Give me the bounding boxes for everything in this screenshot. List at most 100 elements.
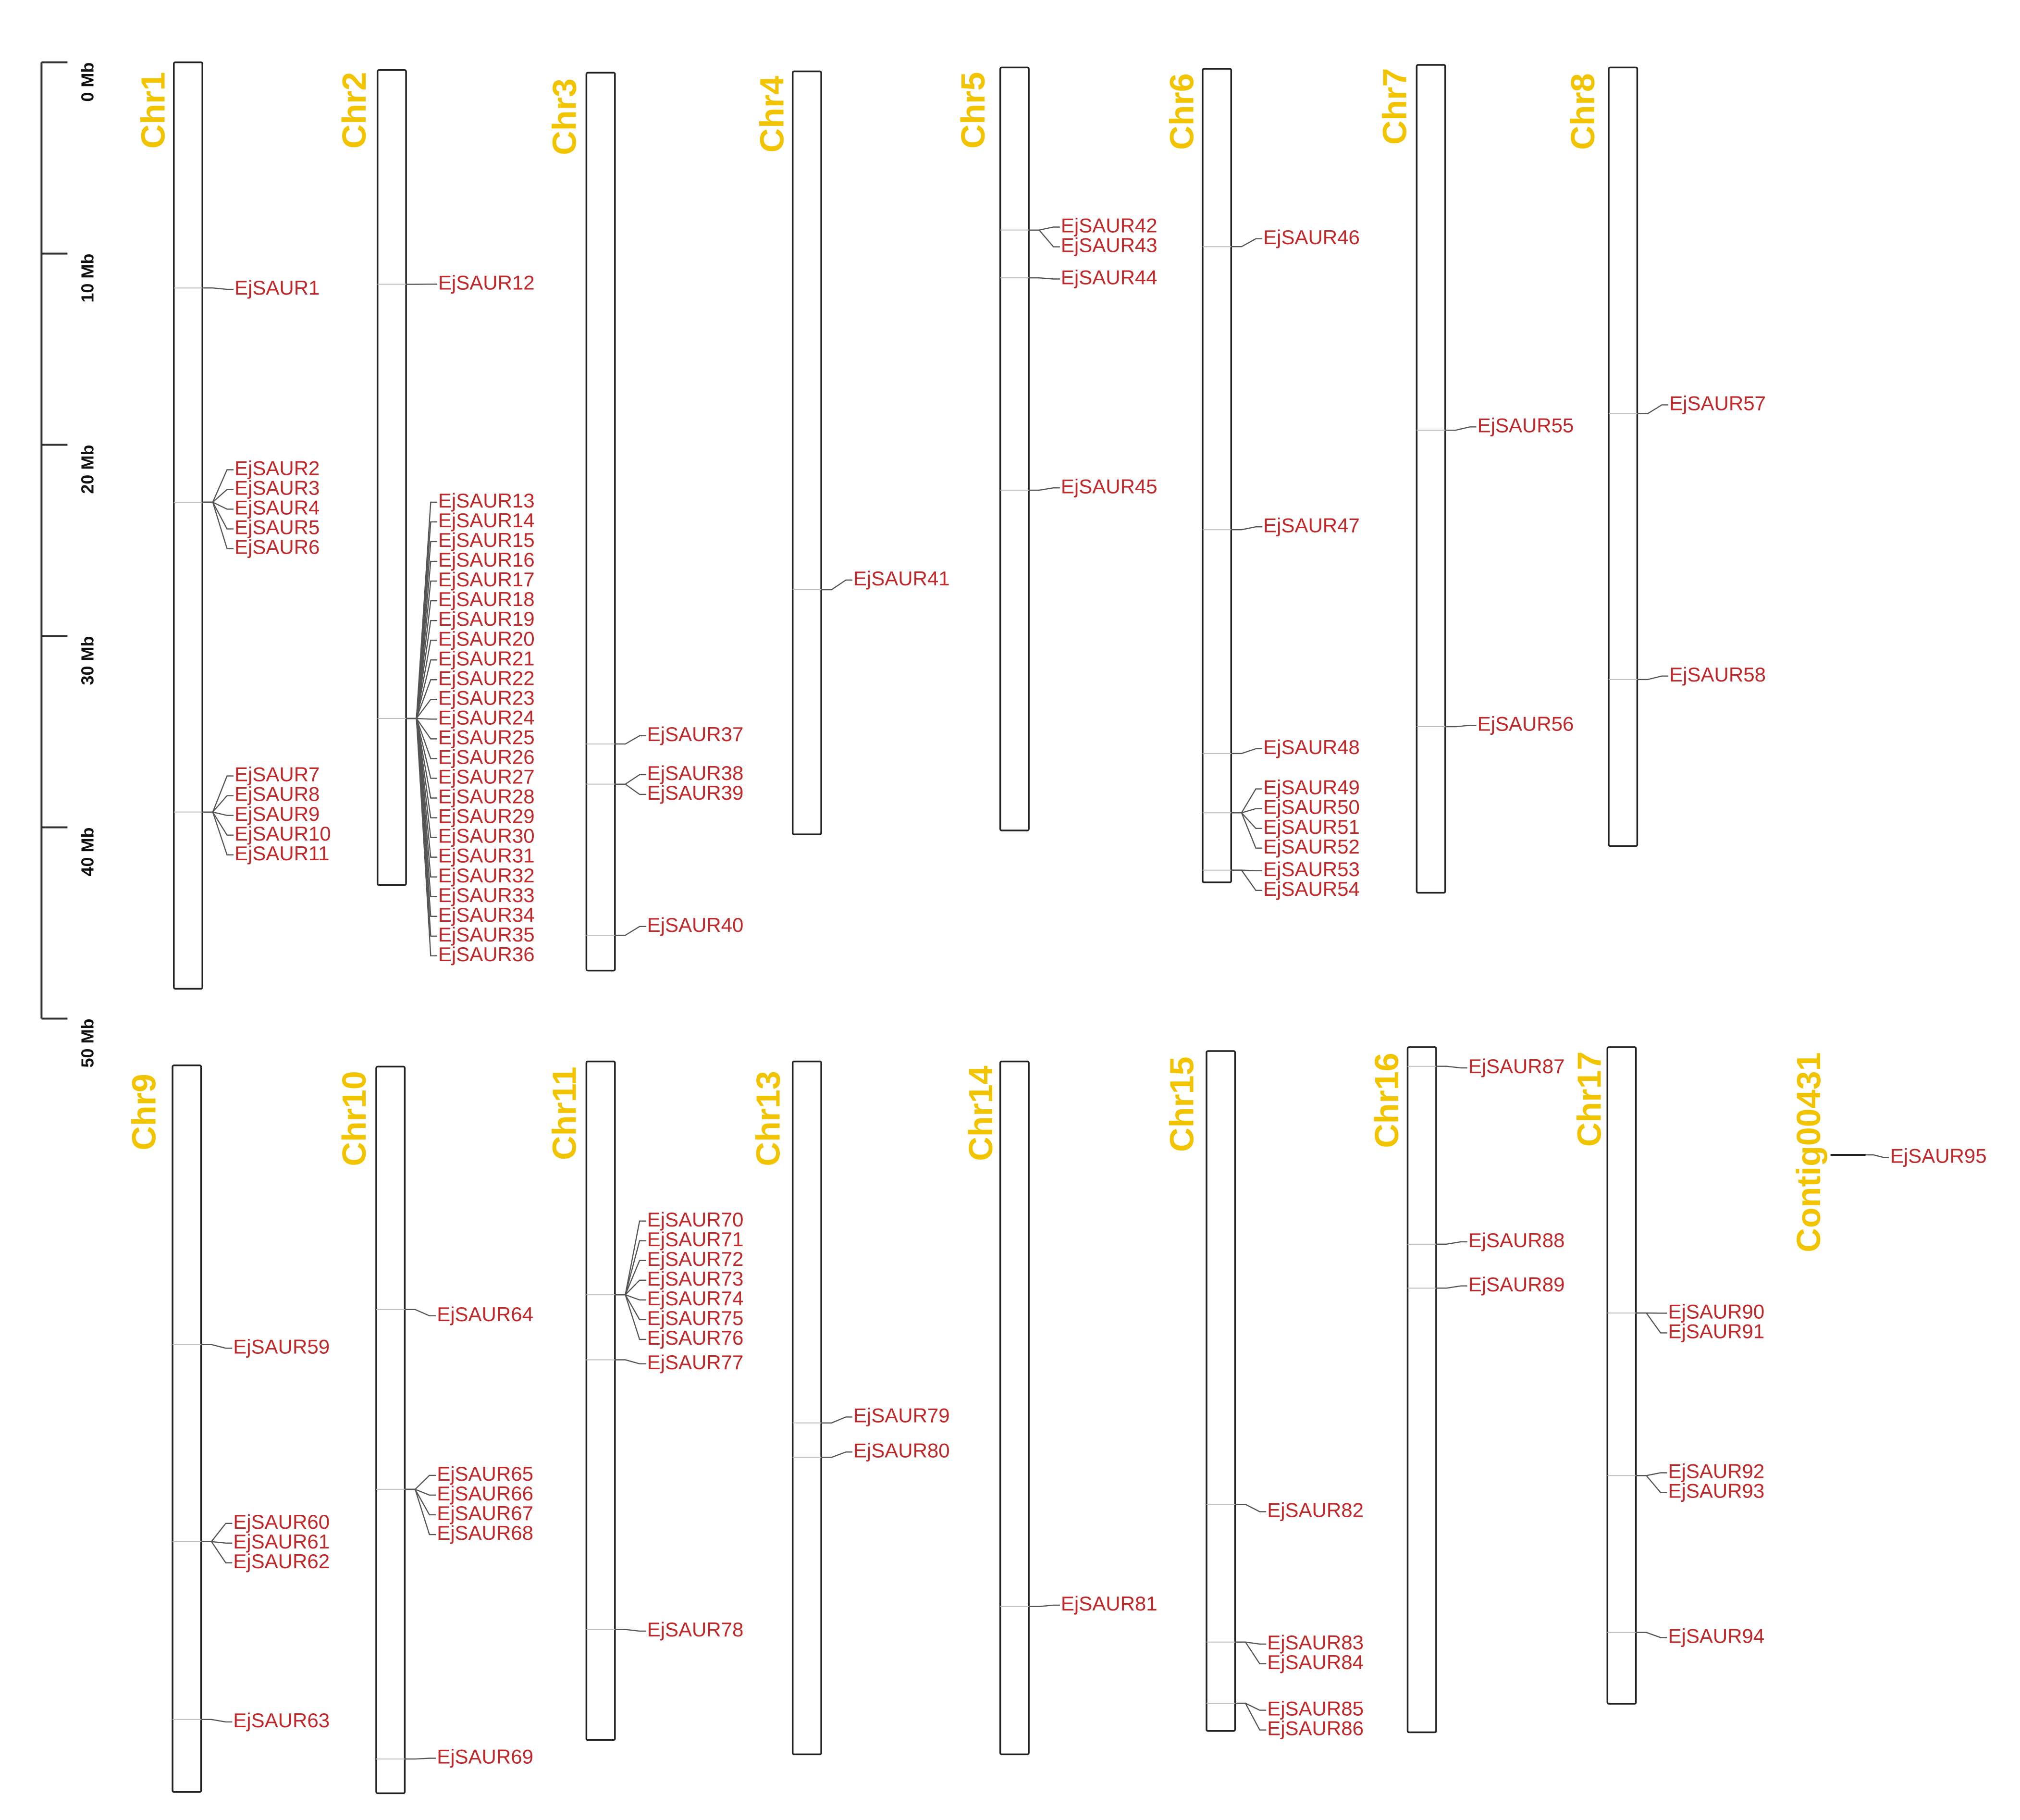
gene-label: EjSAUR67 [437,1502,533,1524]
chromosome-label: Chr1 [134,72,172,149]
gene-leader-line [1636,1475,1667,1492]
scale-bar-label: 30 Mb [77,636,97,685]
gene-label: EjSAUR21 [438,647,535,669]
gene-leader-line [615,784,646,794]
gene-label: EjSAUR87 [1468,1055,1565,1077]
gene-leader-line [202,502,234,529]
gene-label: EjSAUR83 [1267,1631,1364,1654]
gene-label: EjSAUR85 [1267,1697,1364,1720]
gene-label: EjSAUR45 [1061,475,1158,497]
gene-leader-line [615,927,646,935]
gene-leader-line [615,736,646,744]
gene-leader-line [1231,239,1262,247]
gene-leader-line [1029,230,1060,247]
gene-leader-line [201,1720,233,1722]
chromosome-chr17: Chr17EjSAUR90EjSAUR91EjSAUR92EjSAUR93EjS… [1570,1047,1764,1704]
chromosome-label: Chr3 [545,78,583,155]
gene-leader-line [1029,278,1060,279]
scale-bar-label: 10 Mb [77,254,97,303]
gene-leader-line [615,1295,646,1339]
gene-label: EjSAUR36 [438,943,535,966]
gene-label: EjSAUR42 [1061,214,1158,237]
gene-label: EjSAUR76 [647,1326,744,1349]
scale-bar-label: 40 Mb [77,828,97,877]
gene-label: EjSAUR81 [1061,1592,1158,1615]
gene-leader-line [405,1758,436,1759]
gene-leader-line [1636,1313,1667,1333]
gene-leader-line [615,1360,646,1363]
gene-label: EjSAUR10 [234,822,331,845]
gene-label: EjSAUR60 [233,1510,330,1533]
gene-label: EjSAUR31 [438,844,535,867]
gene-leader-line [821,1452,852,1457]
gene-label: EjSAUR26 [438,746,535,768]
gene-leader-line [615,1295,646,1320]
gene-label: EjSAUR66 [437,1482,533,1505]
gene-label: EjSAUR68 [437,1522,533,1544]
chromosome-body [376,1066,405,1793]
gene-label: EjSAUR53 [1263,858,1360,880]
gene-label: EjSAUR82 [1267,1499,1364,1522]
gene-label: EjSAUR30 [438,825,535,847]
gene-label: EjSAUR50 [1263,796,1360,818]
gene-leader-line [1445,427,1477,430]
gene-label: EjSAUR71 [647,1228,744,1250]
gene-label: EjSAUR13 [438,489,535,512]
gene-label: EjSAUR92 [1668,1460,1765,1483]
gene-label: EjSAUR73 [647,1267,744,1290]
gene-leader-line [615,775,646,784]
gene-leader-line [1231,809,1262,813]
gene-label: EjSAUR37 [647,723,744,745]
gene-label: EjSAUR86 [1267,1717,1364,1740]
chromosome-chr15: Chr15EjSAUR82EjSAUR83EjSAUR84EjSAUR85EjS… [1163,1051,1364,1740]
gene-leader-line [1029,488,1060,490]
gene-label: EjSAUR55 [1478,414,1574,436]
gene-label: EjSAUR39 [647,781,744,804]
gene-label: EjSAUR75 [647,1307,744,1329]
gene-label: EjSAUR7 [234,763,320,786]
chromosome-chr6: Chr6EjSAUR46EjSAUR47EjSAUR48EjSAUR49EjSA… [1163,69,1360,900]
gene-label: EjSAUR69 [437,1746,533,1768]
gene-label: EjSAUR70 [647,1208,744,1231]
gene-label: EjSAUR22 [438,667,535,689]
gene-label: EjSAUR2 [234,457,320,479]
chromosome-label: Chr13 [749,1071,787,1166]
chromosome-label: Contig00431 [1790,1052,1827,1252]
chromosome-body [172,1065,201,1792]
gene-label: EjSAUR49 [1263,776,1360,799]
chromosome-body [1000,67,1029,830]
gene-label: EjSAUR47 [1263,514,1360,536]
gene-label: EjSAUR33 [438,884,535,906]
gene-label: EjSAUR24 [438,706,535,729]
gene-label: EjSAUR19 [438,607,535,630]
gene-label: EjSAUR5 [234,516,320,539]
gene-label: EjSAUR90 [1668,1300,1765,1323]
chromosome-label: Chr16 [1368,1052,1405,1148]
chromosome-chr2: Chr2EjSAUR12EjSAUR13EjSAUR14EjSAUR15EjSA… [335,70,535,966]
gene-label: EjSAUR14 [438,509,535,532]
chromosome-body [1416,65,1445,893]
chromosome-body [174,62,202,989]
chromosome-chr10: Chr10EjSAUR64EjSAUR65EjSAUR66EjSAUR67EjS… [335,1066,533,1793]
gene-label: EjSAUR38 [647,762,744,784]
gene-label: EjSAUR29 [438,805,535,828]
gene-label: EjSAUR88 [1468,1229,1565,1251]
gene-leader-line [1866,1155,1889,1157]
gene-label: EjSAUR6 [234,536,320,558]
gene-label: EjSAUR27 [438,766,535,788]
scale-bar-label: 20 Mb [77,445,97,494]
gene-label: EjSAUR89 [1468,1273,1565,1296]
gene-label: EjSAUR41 [853,567,950,590]
gene-label: EjSAUR18 [438,588,535,610]
gene-leader-line [405,1310,436,1316]
gene-label: EjSAUR57 [1669,392,1766,414]
gene-label: EjSAUR79 [853,1404,950,1426]
gene-leader-line [1436,1242,1467,1244]
gene-label: EjSAUR4 [234,496,320,519]
chromosome-label: Chr5 [954,72,992,149]
gene-label: EjSAUR64 [437,1303,533,1325]
